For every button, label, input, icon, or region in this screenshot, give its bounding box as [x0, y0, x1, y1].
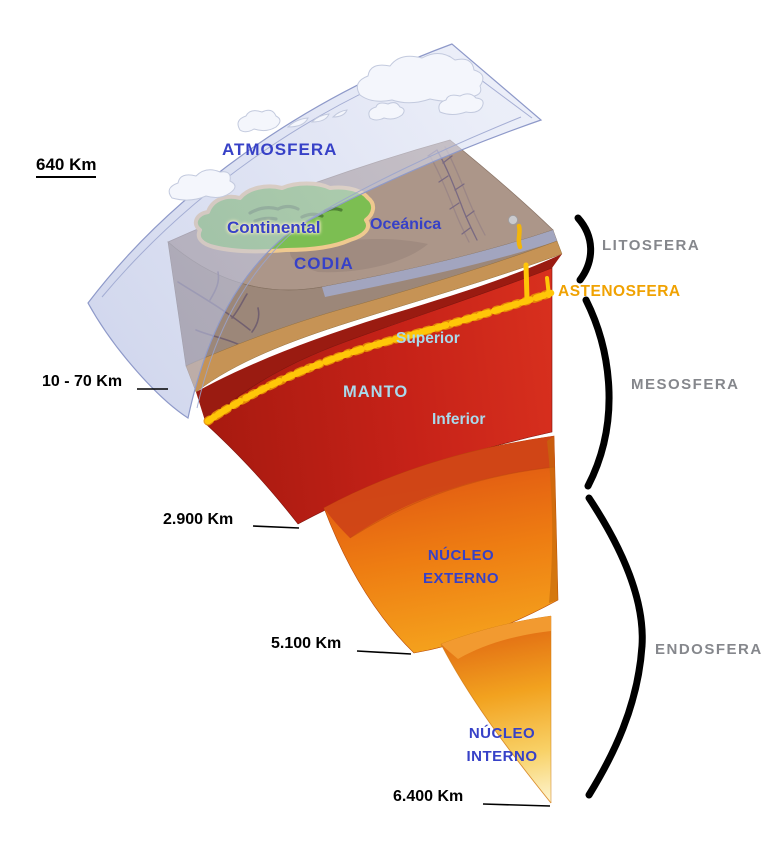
pointer-2900km [252, 525, 300, 529]
mantle-front-face [205, 267, 553, 525]
outer-core-right-face [547, 436, 558, 603]
cloud-small-mid [368, 102, 405, 121]
label-asthenosphere: ASTENOSFERA [558, 283, 681, 300]
cloud-small-right [438, 93, 484, 115]
label-outer-core-line2: EXTERNO [422, 570, 499, 587]
label-inner-core: NÚCLEO INTERNO [458, 722, 546, 768]
label-mantle-upper: Superior [396, 330, 460, 347]
cloud-large [356, 53, 484, 104]
label-inner-core-line1: NÚCLEO [468, 725, 536, 742]
endosphere-bracket [585, 494, 646, 799]
outer-core-band-edge [349, 466, 556, 539]
label-6400km: 6.400 Km [393, 788, 464, 805]
oceanic-crust-stripe [322, 230, 557, 297]
magma-droplet [516, 223, 523, 250]
zone-brackets [574, 214, 646, 799]
pointer-5100km [356, 650, 412, 655]
label-endosphere: ENDOSFERA [655, 641, 763, 658]
label-atmosphere: ATMOSFERA [222, 140, 338, 159]
atmosphere-slab [87, 43, 543, 419]
cloud-streak-1 [286, 117, 309, 128]
label-2900km: 2.900 Km [163, 511, 234, 528]
cloud-puff-left [237, 109, 281, 133]
pointer-6400km [482, 803, 551, 807]
mantle-block [196, 254, 562, 525]
cloud-streak-3 [331, 109, 348, 118]
ocean-ridge [427, 146, 486, 243]
label-mantle: MANTO [343, 383, 409, 401]
label-640km: 640 Km [36, 155, 97, 178]
mantle-top-band [196, 254, 562, 424]
label-outer-core: NÚCLEO EXTERNO [417, 544, 505, 590]
label-oceanic: Oceánica [370, 216, 442, 233]
mesosphere-bracket [582, 296, 613, 490]
label-5100km: 5.100 Km [271, 635, 342, 652]
clouds [168, 53, 484, 201]
label-mesosphere: MESOSFERA [631, 376, 740, 393]
inner-core-edge-line [440, 643, 552, 804]
seamount-pebble [508, 215, 518, 225]
label-inner-core-line2: INTERNO [466, 748, 538, 765]
label-mantle-lower: Inferior [432, 411, 486, 428]
pointer-lines [137, 388, 551, 807]
label-continental: Continental [227, 218, 321, 237]
label-crust: CODIA [294, 254, 354, 273]
asthenosphere-line [203, 262, 556, 426]
cloud-lower-left [168, 169, 236, 201]
inner-core-block [440, 615, 552, 804]
outer-core-top-band [324, 436, 555, 538]
outer-core-block [323, 435, 559, 654]
lithosphere-bracket [574, 214, 595, 284]
label-lithosphere: LITOSFERA [602, 237, 701, 254]
label-10-70km: 10 - 70 Km [42, 373, 123, 390]
cloud-streak-2 [310, 113, 330, 123]
inner-core-top-band [441, 616, 551, 659]
label-outer-core-line1: NÚCLEO [427, 547, 495, 564]
atmosphere-sheet [87, 43, 543, 419]
